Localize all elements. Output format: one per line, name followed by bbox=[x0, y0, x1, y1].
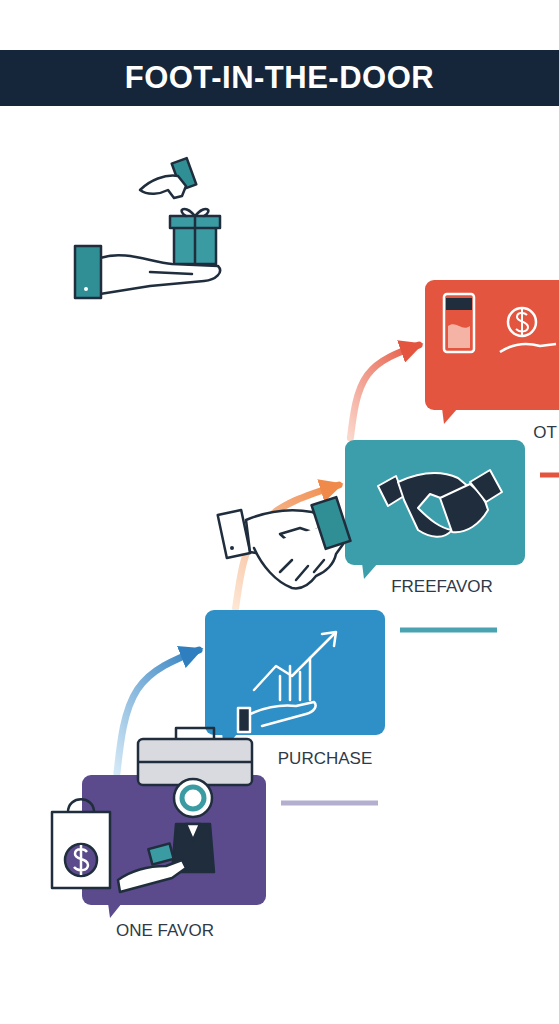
handshake-outline bbox=[218, 497, 351, 588]
step-box: PURCHASE bbox=[205, 610, 385, 735]
offer-icon bbox=[444, 294, 556, 352]
rule-line bbox=[540, 473, 559, 478]
title: FOOT-IN-THE-DOOR bbox=[0, 50, 559, 106]
step-arrow bbox=[350, 345, 419, 438]
handshake-icon bbox=[378, 470, 502, 537]
rule-line bbox=[400, 628, 497, 633]
growth-icon bbox=[238, 632, 336, 732]
purchase-icon bbox=[52, 728, 252, 892]
title-bar: FOOT-IN-THE-DOOR bbox=[0, 50, 559, 106]
bubble-tail bbox=[108, 903, 122, 918]
rule-line bbox=[281, 801, 378, 806]
step-arrow bbox=[236, 485, 339, 608]
bubble-tail bbox=[362, 563, 378, 579]
step-box: FREEFAVOR bbox=[345, 440, 525, 565]
step-label: PURCHASE bbox=[278, 749, 372, 769]
step-label: OT bbox=[533, 423, 557, 443]
step-box: ONE FAVOR bbox=[82, 775, 266, 905]
step-arrow bbox=[117, 650, 199, 773]
step-label: FREEFAVOR bbox=[391, 577, 493, 597]
bubble-tail bbox=[222, 733, 238, 749]
step-label: ONE FAVOR bbox=[116, 921, 214, 941]
bubble-tail bbox=[442, 408, 458, 424]
step-box: OT bbox=[425, 280, 559, 410]
gift-icon bbox=[75, 158, 220, 298]
